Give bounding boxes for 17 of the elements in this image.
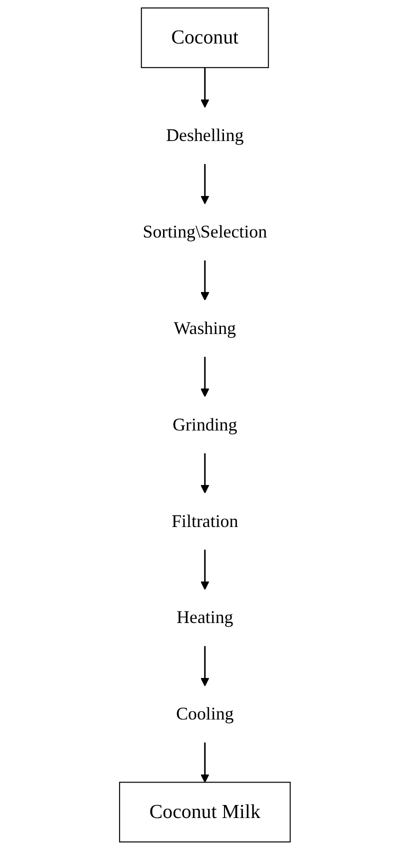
arrow	[200, 164, 210, 204]
node-box: Coconut Milk	[119, 782, 291, 842]
arrow	[200, 356, 210, 397]
arrow	[200, 550, 210, 590]
arrow	[200, 68, 210, 108]
node-text: Sorting\Selection	[142, 222, 268, 242]
node-text: Heating	[176, 607, 234, 628]
arrow	[200, 260, 210, 301]
node-text: Cooling	[176, 704, 234, 724]
node-text: Filtration	[172, 510, 238, 531]
node-text: Deshelling	[166, 125, 244, 146]
arrow	[200, 453, 210, 494]
node-box: Coconut	[140, 7, 269, 68]
node-text: Grinding	[172, 414, 238, 434]
arrow	[200, 742, 210, 783]
node-text: Washing	[174, 318, 236, 338]
arrow	[200, 646, 210, 686]
